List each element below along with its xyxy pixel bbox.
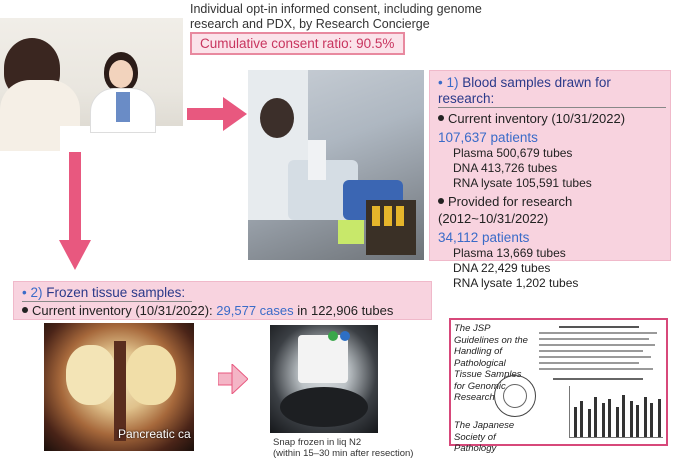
snap-frozen-line-2: (within 15–30 min after resection) — [273, 448, 414, 459]
frozen-inventory-prefix: Current inventory (10/31/2022): — [32, 303, 217, 318]
frozen-inventory-cases: 29,577 cases — [216, 303, 294, 318]
guidelines-document-thumbnail — [539, 324, 665, 442]
consultation-photo — [0, 18, 183, 151]
frozen-tissue-title: • 2) Frozen tissue samples: — [22, 284, 192, 302]
blood-samples-panel: • 1) Blood samples drawn for research: C… — [429, 70, 671, 290]
frozen-tissue-heading: Frozen tissue samples: — [46, 285, 186, 300]
frozen-tissue-panel: • 2) Frozen tissue samples: Current inve… — [13, 281, 432, 320]
bullet-icon — [22, 307, 28, 313]
provided-tube-plasma: Plasma 13,669 tubes — [453, 246, 566, 260]
guidelines-title: The JSP Guidelines on the Handling of Pa… — [454, 323, 528, 403]
pancreatic-label: Pancreatic ca — [118, 427, 191, 441]
bullet-icon — [438, 198, 444, 204]
provided-tube-dna: DNA 22,429 tubes — [453, 261, 551, 275]
pancreatic-tissue-photo — [44, 323, 194, 451]
inventory-tube-dna: DNA 413,726 tubes — [453, 161, 558, 175]
snap-frozen-photo — [270, 325, 378, 433]
right-arrow-icon — [218, 364, 248, 394]
consent-ratio-badge: Cumulative consent ratio: 90.5% — [190, 32, 405, 55]
inventory-patients: 107,637 patients — [438, 130, 538, 145]
provided-line: Provided for research (2012~10/31/2022) — [438, 193, 662, 227]
inventory-tube-plasma: Plasma 500,679 tubes — [453, 146, 573, 160]
frozen-inventory-suffix: in 122,906 tubes — [293, 303, 394, 318]
guidelines-society: The Japanese Society of Pathology — [454, 420, 515, 454]
provided-tube-rna: RNA lysate 1,202 tubes — [453, 276, 579, 290]
down-arrow-icon — [59, 152, 91, 270]
snap-frozen-caption: Snap frozen in liq N2 (within 15–30 min … — [273, 437, 443, 459]
lab-photo — [248, 70, 424, 260]
consent-header: Individual opt-in informed consent, incl… — [190, 2, 482, 31]
frozen-inventory-line: Current inventory (10/31/2022): 29,577 c… — [22, 302, 423, 319]
blood-samples-title: • 1) Blood samples drawn for research: — [438, 75, 666, 108]
jsp-guidelines-card: The JSP Guidelines on the Handling of Pa… — [449, 318, 668, 454]
blood-samples-number: 1) — [446, 75, 459, 90]
snap-frozen-line-1: Snap frozen in liq N2 — [273, 437, 362, 448]
inventory-line: Current inventory (10/31/2022) — [438, 110, 662, 127]
bullet-dot-icon: • — [438, 75, 443, 90]
provided-patients: 34,112 patients — [438, 230, 530, 245]
inventory-tube-rna: RNA lysate 105,591 tubes — [453, 176, 592, 190]
bullet-dot-icon: • — [22, 285, 27, 300]
inventory-label: Current inventory (10/31/2022) — [448, 111, 626, 126]
right-arrow-icon — [187, 97, 247, 131]
bullet-icon — [438, 115, 444, 121]
society-seal-icon — [494, 375, 536, 417]
provided-label: Provided for research (2012~10/31/2022) — [438, 194, 573, 226]
blood-samples-heading: Blood samples drawn for research: — [438, 75, 611, 106]
frozen-tissue-number: 2) — [30, 285, 43, 300]
